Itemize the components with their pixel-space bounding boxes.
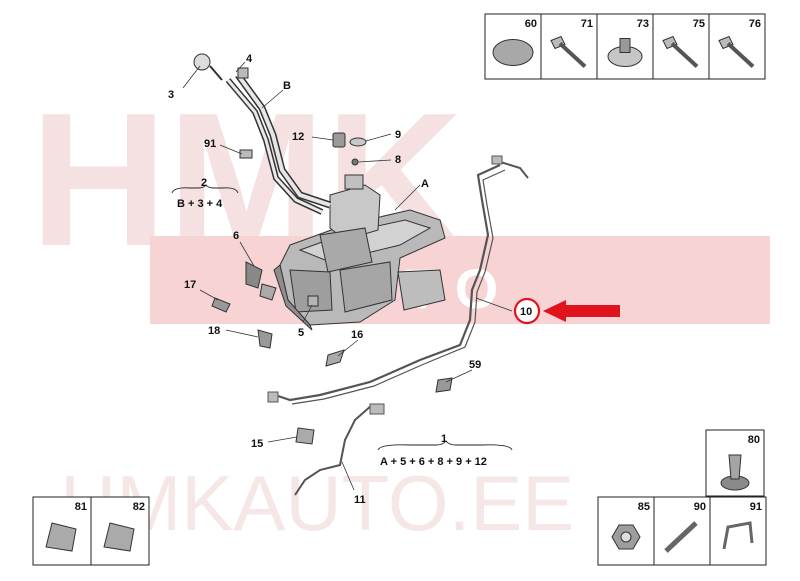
- group-2-brace: [171, 184, 239, 194]
- callout-6: 6: [233, 230, 239, 242]
- callout-91: 91: [204, 138, 216, 150]
- thumb-76: 76: [708, 13, 766, 80]
- thumb-76-label: 76: [749, 18, 761, 30]
- callout-a: A: [421, 178, 429, 190]
- callout-8: 8: [395, 154, 401, 166]
- thumb-71: 71: [540, 13, 598, 80]
- thumbnail-strip-bottom-right-top: 80: [705, 429, 765, 497]
- fuel-line: [267, 155, 529, 496]
- thumb-91-label: 91: [750, 501, 762, 513]
- thumb-75: 75: [652, 13, 710, 80]
- callout-labels: 3 4 B 91 12 9 8 A 6 17 18 5 16 59 15 11: [168, 53, 481, 506]
- filler-pipe: [193, 53, 332, 215]
- thumb-73-label: 73: [637, 18, 649, 30]
- group-1-formula: A + 5 + 6 + 8 + 9 + 12: [380, 456, 487, 468]
- callout-5: 5: [298, 327, 304, 339]
- highlight-part-10: 10: [513, 297, 620, 325]
- thumbnail-strip-top: 60 71 73 75 76: [484, 13, 766, 80]
- callout-16: 16: [351, 329, 363, 341]
- highlight-circle: [513, 297, 541, 325]
- thumb-81: 81: [32, 496, 92, 566]
- thumb-80-label: 80: [748, 434, 760, 446]
- fuel-tank-assembly: [273, 174, 446, 331]
- callout-4: 4: [246, 53, 253, 65]
- thumb-90: 90: [653, 496, 711, 566]
- callout-12: 12: [292, 131, 304, 143]
- group-1-title: 1: [441, 433, 447, 445]
- small-parts: [211, 132, 453, 445]
- callout-10: 10: [520, 306, 532, 318]
- thumb-71-label: 71: [581, 18, 593, 30]
- callout-9: 9: [395, 129, 401, 141]
- group-2: 2 B + 3 + 4: [171, 177, 239, 210]
- thumb-82-label: 82: [133, 501, 145, 513]
- group-2-formula: B + 3 + 4: [177, 198, 223, 210]
- thumb-75-label: 75: [693, 18, 705, 30]
- thumbnail-strip-bottom-left: 81 82: [32, 496, 150, 566]
- thumb-60: 60: [484, 13, 542, 80]
- thumb-91: 91: [709, 496, 767, 566]
- callout-18: 18: [208, 325, 220, 337]
- group-1-brace: [377, 440, 513, 451]
- watermark: HMK A U T O HMKAUTO.EE: [30, 74, 770, 547]
- callout-15: 15: [251, 438, 263, 450]
- thumb-60-label: 60: [525, 18, 537, 30]
- thumbnail-strip-bottom-right: 85 90 91: [597, 496, 767, 566]
- thumb-80: 80: [705, 429, 765, 497]
- group-1: 1 A + 5 + 6 + 8 + 9 + 12: [377, 433, 513, 468]
- callout-11: 11: [354, 494, 366, 506]
- callout-17: 17: [184, 279, 196, 291]
- callout-3: 3: [168, 89, 174, 101]
- thumb-82: 82: [90, 496, 150, 566]
- thumb-85-label: 85: [638, 501, 650, 513]
- red-arrow-icon: [543, 300, 620, 322]
- thumb-85: 85: [597, 496, 655, 566]
- leader-lines: [182, 61, 513, 491]
- thumb-73: 73: [596, 13, 654, 80]
- callout-b: B: [283, 80, 291, 92]
- group-2-title: 2: [201, 177, 207, 189]
- callout-59: 59: [469, 359, 481, 371]
- thumb-90-label: 90: [694, 501, 706, 513]
- thumb-81-label: 81: [75, 501, 87, 513]
